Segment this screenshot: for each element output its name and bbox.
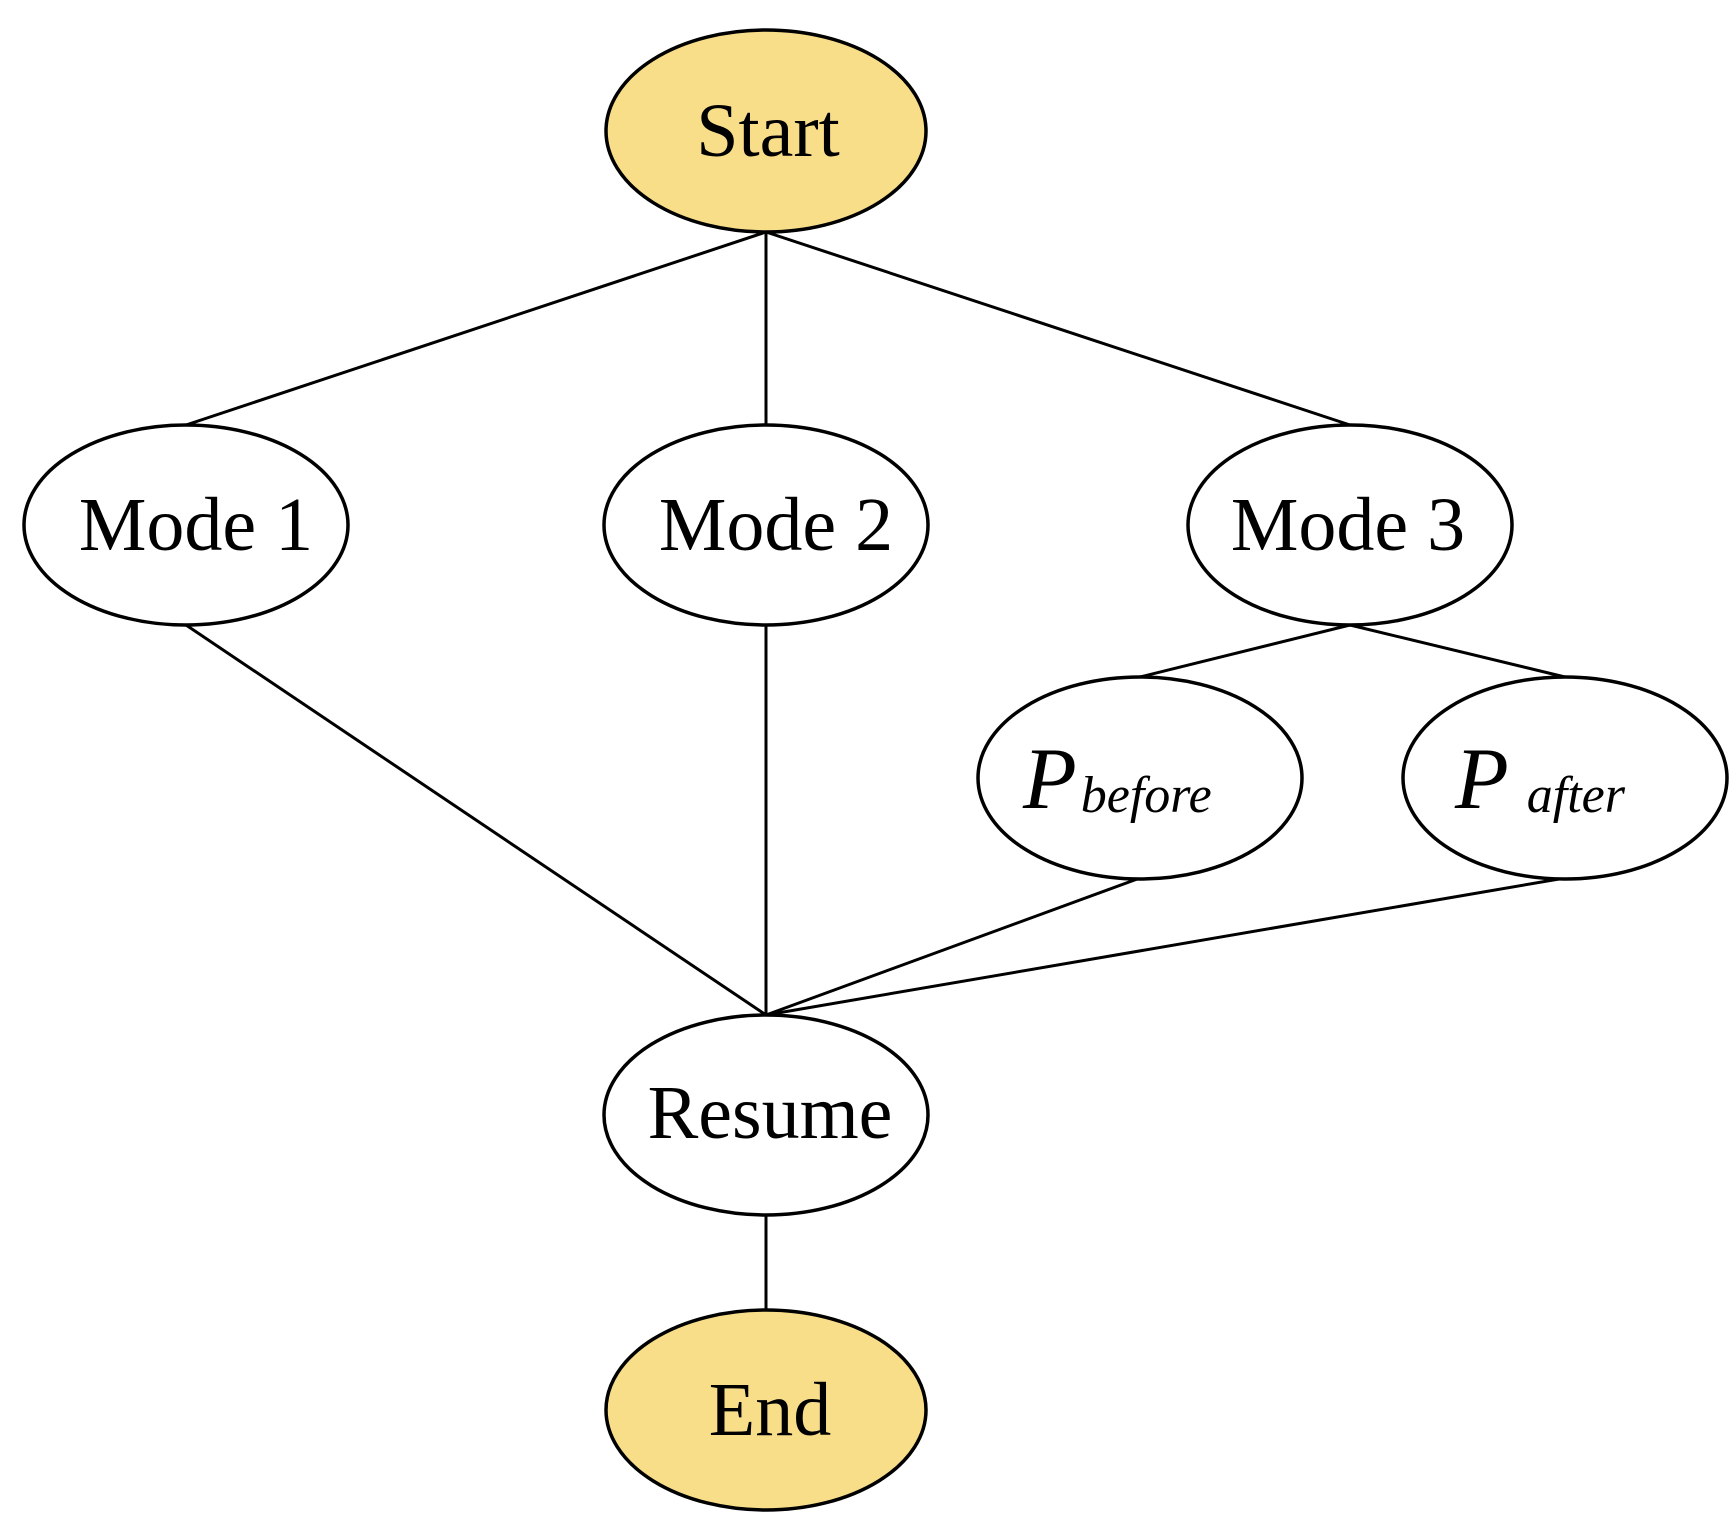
- edge-mode3-pbefore: [1139, 623, 1351, 679]
- node-end-shape: [604, 1308, 928, 1512]
- node-start-shape: [604, 28, 928, 234]
- node-mode-1-label: Mode 1: [79, 483, 313, 567]
- edge-start-mode1: [185, 230, 767, 427]
- node-p-before-label: Pbefore: [1022, 731, 1212, 828]
- node-resume: Resume: [602, 1013, 930, 1217]
- node-start: Start: [604, 28, 928, 234]
- node-end-label: End: [709, 1368, 831, 1452]
- node-mode-2-label: Mode 2: [659, 483, 893, 567]
- node-mode-1-shape: [22, 423, 350, 627]
- node-mode-2-shape: [602, 423, 930, 627]
- node-p-before-symbol: P: [1022, 731, 1077, 828]
- node-p-before-subscript: before: [1081, 767, 1212, 824]
- node-start-label: Start: [696, 89, 840, 173]
- node-p-after-symbol: P: [1454, 731, 1509, 828]
- node-p-after-shape: [1401, 675, 1729, 881]
- node-mode-3: Mode 3: [1186, 423, 1514, 627]
- node-end: End: [604, 1308, 928, 1512]
- edge-mode1-resume: [185, 623, 767, 1017]
- node-p-before: Pbefore: [976, 675, 1304, 881]
- edge-mode3-pafter: [1349, 623, 1566, 679]
- node-mode-3-label: Mode 3: [1231, 483, 1465, 567]
- edge-pafter-resume: [765, 876, 1566, 1017]
- node-mode-3-shape: [1186, 423, 1514, 627]
- node-resume-label: Resume: [648, 1071, 893, 1155]
- node-resume-shape: [602, 1013, 930, 1217]
- edge-start-mode3: [765, 230, 1351, 427]
- node-mode-2: Mode 2: [602, 423, 930, 627]
- node-p-after-subscript: after: [1527, 767, 1626, 824]
- node-p-before-shape: [976, 675, 1304, 881]
- node-mode-1: Mode 1: [22, 423, 350, 627]
- edges: [185, 230, 1566, 1310]
- edge-pbefore-resume: [765, 876, 1141, 1017]
